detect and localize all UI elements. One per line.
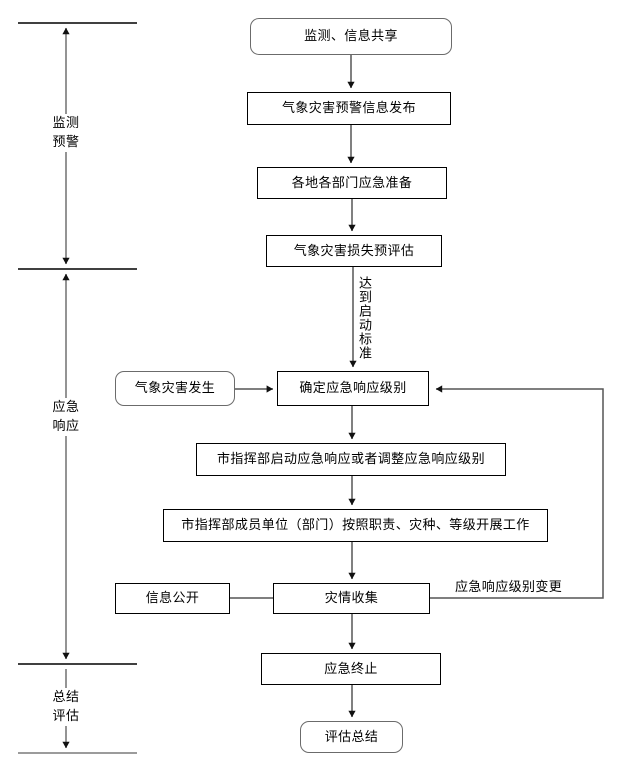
node-evaluation-summary[interactable]: 评估总结: [300, 721, 403, 753]
node-local-dept-prepare[interactable]: 各地各部门应急准备: [257, 167, 447, 199]
phase-dividers: [18, 22, 137, 665]
flow-connectors: [230, 55, 357, 718]
node-label: 灾情收集: [324, 590, 379, 606]
node-label: 信息公开: [145, 590, 200, 606]
phase-label-summary-line2: 评估: [52, 707, 80, 723]
phase-label-summary-evaluation: 总结 评估: [46, 688, 86, 726]
node-loss-pre-assessment[interactable]: 气象灾害损失预评估: [266, 235, 442, 267]
phase-label-monitor-warning: 监测 预警: [46, 114, 86, 152]
node-label: 评估总结: [324, 728, 379, 744]
node-disaster-occurs[interactable]: 气象灾害发生: [115, 371, 235, 406]
node-info-disclosure[interactable]: 信息公开: [115, 583, 230, 614]
node-disaster-data-collection[interactable]: 灾情收集: [273, 583, 430, 614]
phase-label-response-line1: 应急: [52, 399, 80, 414]
node-monitor-info-share[interactable]: 监测、信息共享: [250, 18, 452, 55]
node-member-units-work[interactable]: 市指挥部成员单位（部门）按照职责、灾种、等级开展工作: [163, 509, 548, 542]
node-label: 市指挥部启动应急响应或者调整应急响应级别: [216, 451, 485, 467]
node-city-hq-start-adjust[interactable]: 市指挥部启动应急响应或者调整应急响应级别: [196, 443, 506, 476]
phase-label-monitor-line2: 预警: [52, 133, 80, 149]
node-determine-level[interactable]: 确定应急响应级别: [277, 371, 429, 406]
feedback-loop-path: [430, 385, 604, 599]
node-emergency-termination[interactable]: 应急终止: [261, 653, 441, 685]
phase-label-response-line2: 响应: [52, 417, 80, 433]
node-label: 确定应急响应级别: [299, 380, 407, 396]
node-label: 各地各部门应急准备: [291, 174, 413, 190]
phase-label-monitor-line1: 监测: [52, 115, 80, 130]
node-label: 气象灾害损失预评估: [293, 242, 415, 258]
node-label: 气象灾害预警信息发布: [281, 100, 416, 116]
phase-label-emergency-response: 应急 响应: [46, 398, 86, 436]
edge-label-reach-start-standard: 达到启动标准: [357, 276, 372, 360]
node-label: 监测、信息共享: [304, 28, 398, 44]
feedback-loop-response-level: [430, 385, 604, 599]
node-label: 气象灾害发生: [134, 380, 216, 396]
phase-label-summary-line1: 总结: [52, 689, 80, 704]
node-warning-release[interactable]: 气象灾害预警信息发布: [247, 92, 451, 125]
node-label: 市指挥部成员单位（部门）按照职责、灾种、等级开展工作: [181, 517, 530, 533]
edge-label-response-level-change: 应急响应级别变更: [455, 576, 563, 595]
node-label: 应急终止: [324, 660, 378, 676]
